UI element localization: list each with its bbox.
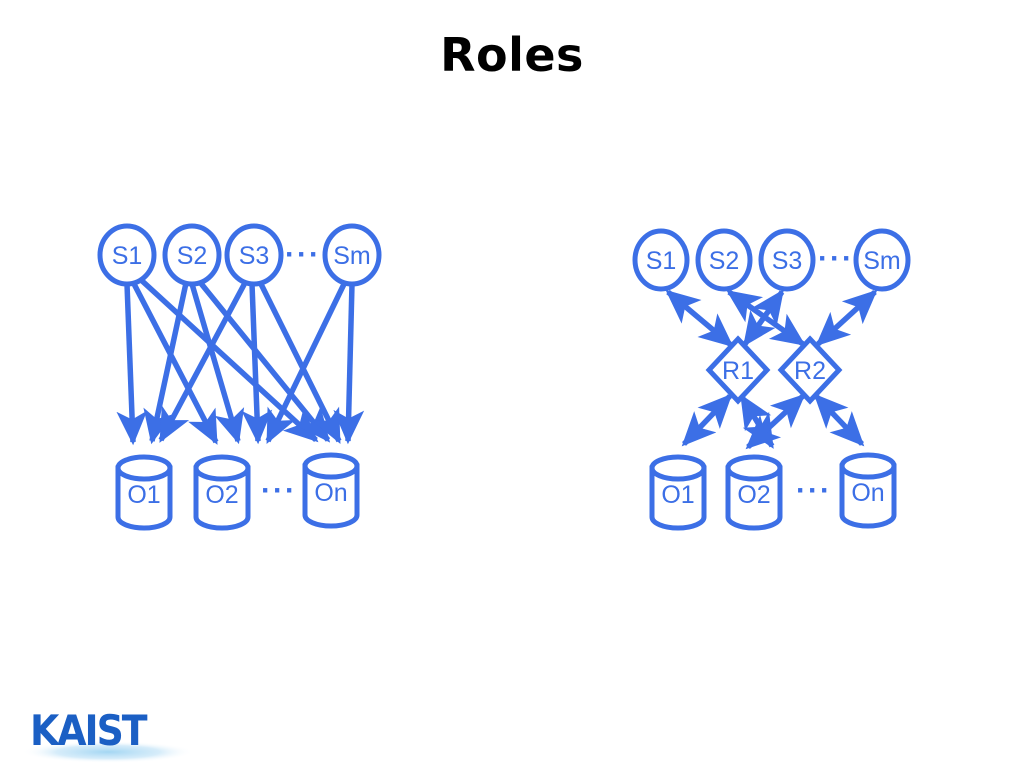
node-r1[interactable]: R1: [705, 335, 771, 405]
node-o2[interactable]: O2: [725, 454, 783, 531]
right-edges-lower: [681, 393, 865, 450]
node-s2[interactable]: S2: [695, 228, 753, 292]
node-label: S1: [112, 242, 143, 270]
node-label: O1: [661, 481, 694, 509]
edge-r2-o2: [745, 393, 806, 450]
subject-ellipsis: ···: [818, 242, 854, 275]
edge-s1-o1: [116, 283, 148, 446]
node-label: On: [851, 479, 884, 507]
node-label: R1: [722, 357, 754, 385]
right-diagram: S1 S2 S3 ··· Sm R1: [632, 228, 911, 531]
kaist-logo: KAIST: [22, 706, 194, 763]
node-s2[interactable]: S2: [162, 223, 222, 287]
object-ellipsis: ···: [796, 474, 832, 507]
node-r2[interactable]: R2: [777, 335, 843, 405]
edge-s1-o2: [130, 280, 219, 445]
right-subject-nodes: S1 S2 S3 ··· Sm: [632, 228, 911, 292]
node-o1[interactable]: O1: [649, 454, 707, 531]
node-s1[interactable]: S1: [632, 228, 690, 292]
object-ellipsis: ···: [261, 474, 297, 507]
right-role-nodes: R1 R2: [705, 335, 843, 405]
logo-wordmark: KAIST: [30, 706, 148, 755]
left-subject-nodes: S1 S2 S3 ··· Sm: [97, 223, 382, 287]
page-title: Roles: [440, 28, 584, 82]
edge-sm-r2: [815, 289, 878, 347]
edge-s2-r2: [726, 289, 806, 347]
edge-r1-o1: [681, 393, 733, 447]
node-s3[interactable]: S3: [758, 228, 816, 292]
edge-s2-on: [196, 279, 331, 443]
node-label: S3: [239, 242, 270, 270]
node-label: O2: [737, 481, 770, 509]
edge-s3-on: [257, 280, 342, 444]
node-label: S2: [177, 242, 208, 270]
edge-s2-o1: [143, 282, 189, 445]
edge-r2-on: [813, 393, 865, 447]
node-label: R2: [794, 357, 826, 385]
edge-s1-r1: [665, 289, 734, 348]
edge-sm-o2: [265, 280, 348, 444]
edge-s3-o1: [158, 279, 249, 443]
subject-ellipsis: ···: [285, 238, 321, 271]
node-label: O2: [205, 481, 238, 509]
node-label: Sm: [333, 242, 371, 270]
node-on[interactable]: On: [839, 452, 897, 529]
node-s1[interactable]: S1: [97, 223, 157, 287]
node-sm[interactable]: Sm: [322, 223, 382, 287]
node-s3[interactable]: S3: [224, 223, 284, 287]
node-o1[interactable]: O1: [115, 454, 173, 531]
node-sm[interactable]: Sm: [853, 228, 911, 292]
node-o2[interactable]: O2: [193, 454, 251, 531]
node-label: On: [314, 479, 347, 507]
node-label: O1: [127, 481, 160, 509]
edge-s3-o2: [241, 283, 273, 445]
node-label: S1: [646, 247, 677, 275]
left-edges: [116, 276, 365, 446]
node-on[interactable]: On: [302, 452, 360, 529]
right-object-nodes: O1 O2 ··· On: [649, 452, 897, 531]
edge-sm-on: [333, 283, 365, 445]
left-object-nodes: O1 O2 ··· On: [115, 452, 360, 531]
left-diagram: S1 S2 S3 ··· Sm: [97, 223, 382, 531]
node-label: Sm: [863, 247, 901, 275]
logo-shadow-ellipse: [22, 741, 194, 763]
edge-s2-o2: [189, 283, 245, 445]
node-label: S2: [709, 247, 740, 275]
node-label: S3: [772, 247, 803, 275]
right-edges-upper: [665, 289, 878, 348]
